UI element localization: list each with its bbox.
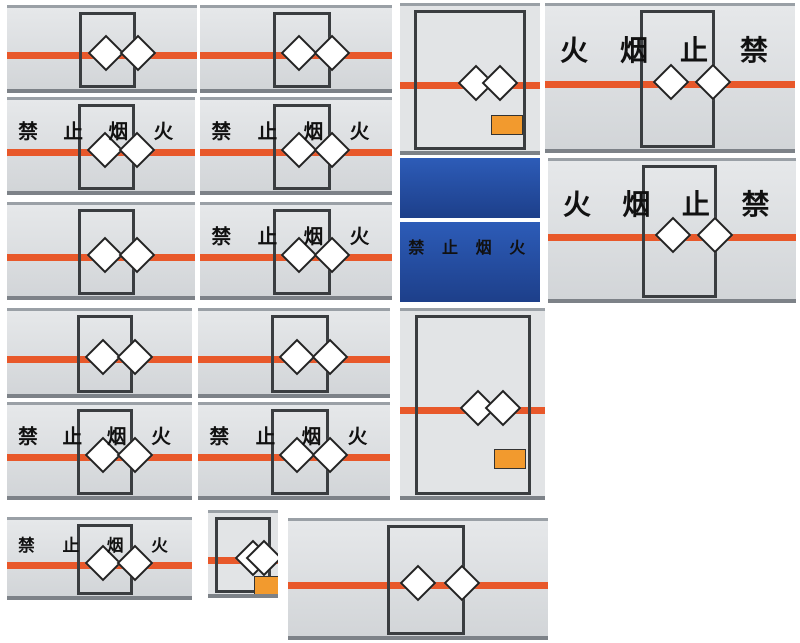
warning-character: 止 [442, 238, 459, 257]
warning-character: 烟 [303, 119, 324, 143]
orange-placard [253, 576, 278, 594]
warning-character: 烟 [475, 238, 492, 257]
truck-photo-10: 禁止烟火 [200, 202, 392, 300]
orange-placard [494, 449, 527, 470]
warning-character: 火 [151, 536, 168, 556]
warning-character: 禁 [211, 119, 232, 143]
warning-character: 禁 [408, 238, 425, 257]
warning-character: 禁 [741, 187, 770, 221]
truck-photo-19 [288, 518, 548, 640]
warning-character: 止 [257, 224, 278, 248]
truck-photo-7 [400, 158, 540, 218]
cargo-door [414, 10, 526, 150]
warning-character: 火 [349, 224, 370, 248]
warning-character: 火 [560, 33, 589, 67]
warning-character: 火 [509, 238, 526, 257]
warning-character: 烟 [106, 424, 127, 448]
truck-photo-15: 禁止烟火 [7, 402, 192, 500]
truck-photo-4: 火烟止禁 [545, 3, 795, 153]
truck-photo-5: 禁 止 烟火 [7, 97, 195, 195]
warning-character: 禁 [740, 33, 769, 67]
warning-character: 止 [680, 33, 709, 67]
warning-character: 烟 [106, 536, 124, 556]
truck-photo-16: 禁止烟火 [198, 402, 390, 500]
truck-photo-17: 禁止烟火 [7, 517, 192, 600]
truck-photo-14 [400, 308, 545, 500]
warning-character: 止 [62, 536, 80, 556]
warning-character: 烟 [622, 187, 651, 221]
warning-character: 禁 [18, 536, 35, 556]
warning-character: 禁 [18, 119, 38, 143]
warning-character: 禁 [18, 424, 38, 448]
warning-character: 烟 [108, 119, 129, 143]
truck-photo-18 [208, 510, 278, 598]
warning-character: 止 [255, 424, 276, 448]
warning-character: 止 [62, 424, 83, 448]
orange-placard [491, 115, 523, 136]
truck-photo-9 [7, 202, 195, 300]
truck-photo-8: 火烟止禁 [548, 158, 796, 303]
warning-character: 火 [153, 119, 174, 143]
warning-character: 止 [63, 119, 83, 143]
truck-photo-6: 禁止烟火 [200, 97, 392, 195]
warning-character: 火 [347, 424, 368, 448]
truck-photo-2 [200, 5, 392, 93]
warning-character: 烟 [620, 33, 649, 67]
warning-character: 烟 [303, 224, 324, 248]
warning-character: 烟 [301, 424, 322, 448]
warning-character: 火 [562, 187, 591, 221]
cargo-door [414, 315, 531, 495]
warning-character: 止 [681, 187, 710, 221]
warning-character: 止 [257, 119, 278, 143]
truck-photo-11: 禁止烟火 [400, 222, 540, 302]
warning-character: 禁 [211, 224, 232, 248]
truck-photo-3 [400, 3, 540, 155]
truck-photo-13 [198, 308, 390, 398]
truck-photo-1 [7, 5, 197, 93]
truck-photo-12 [7, 308, 192, 398]
warning-character: 火 [349, 119, 370, 143]
warning-character: 禁 [209, 424, 230, 448]
warning-character: 火 [151, 424, 171, 448]
